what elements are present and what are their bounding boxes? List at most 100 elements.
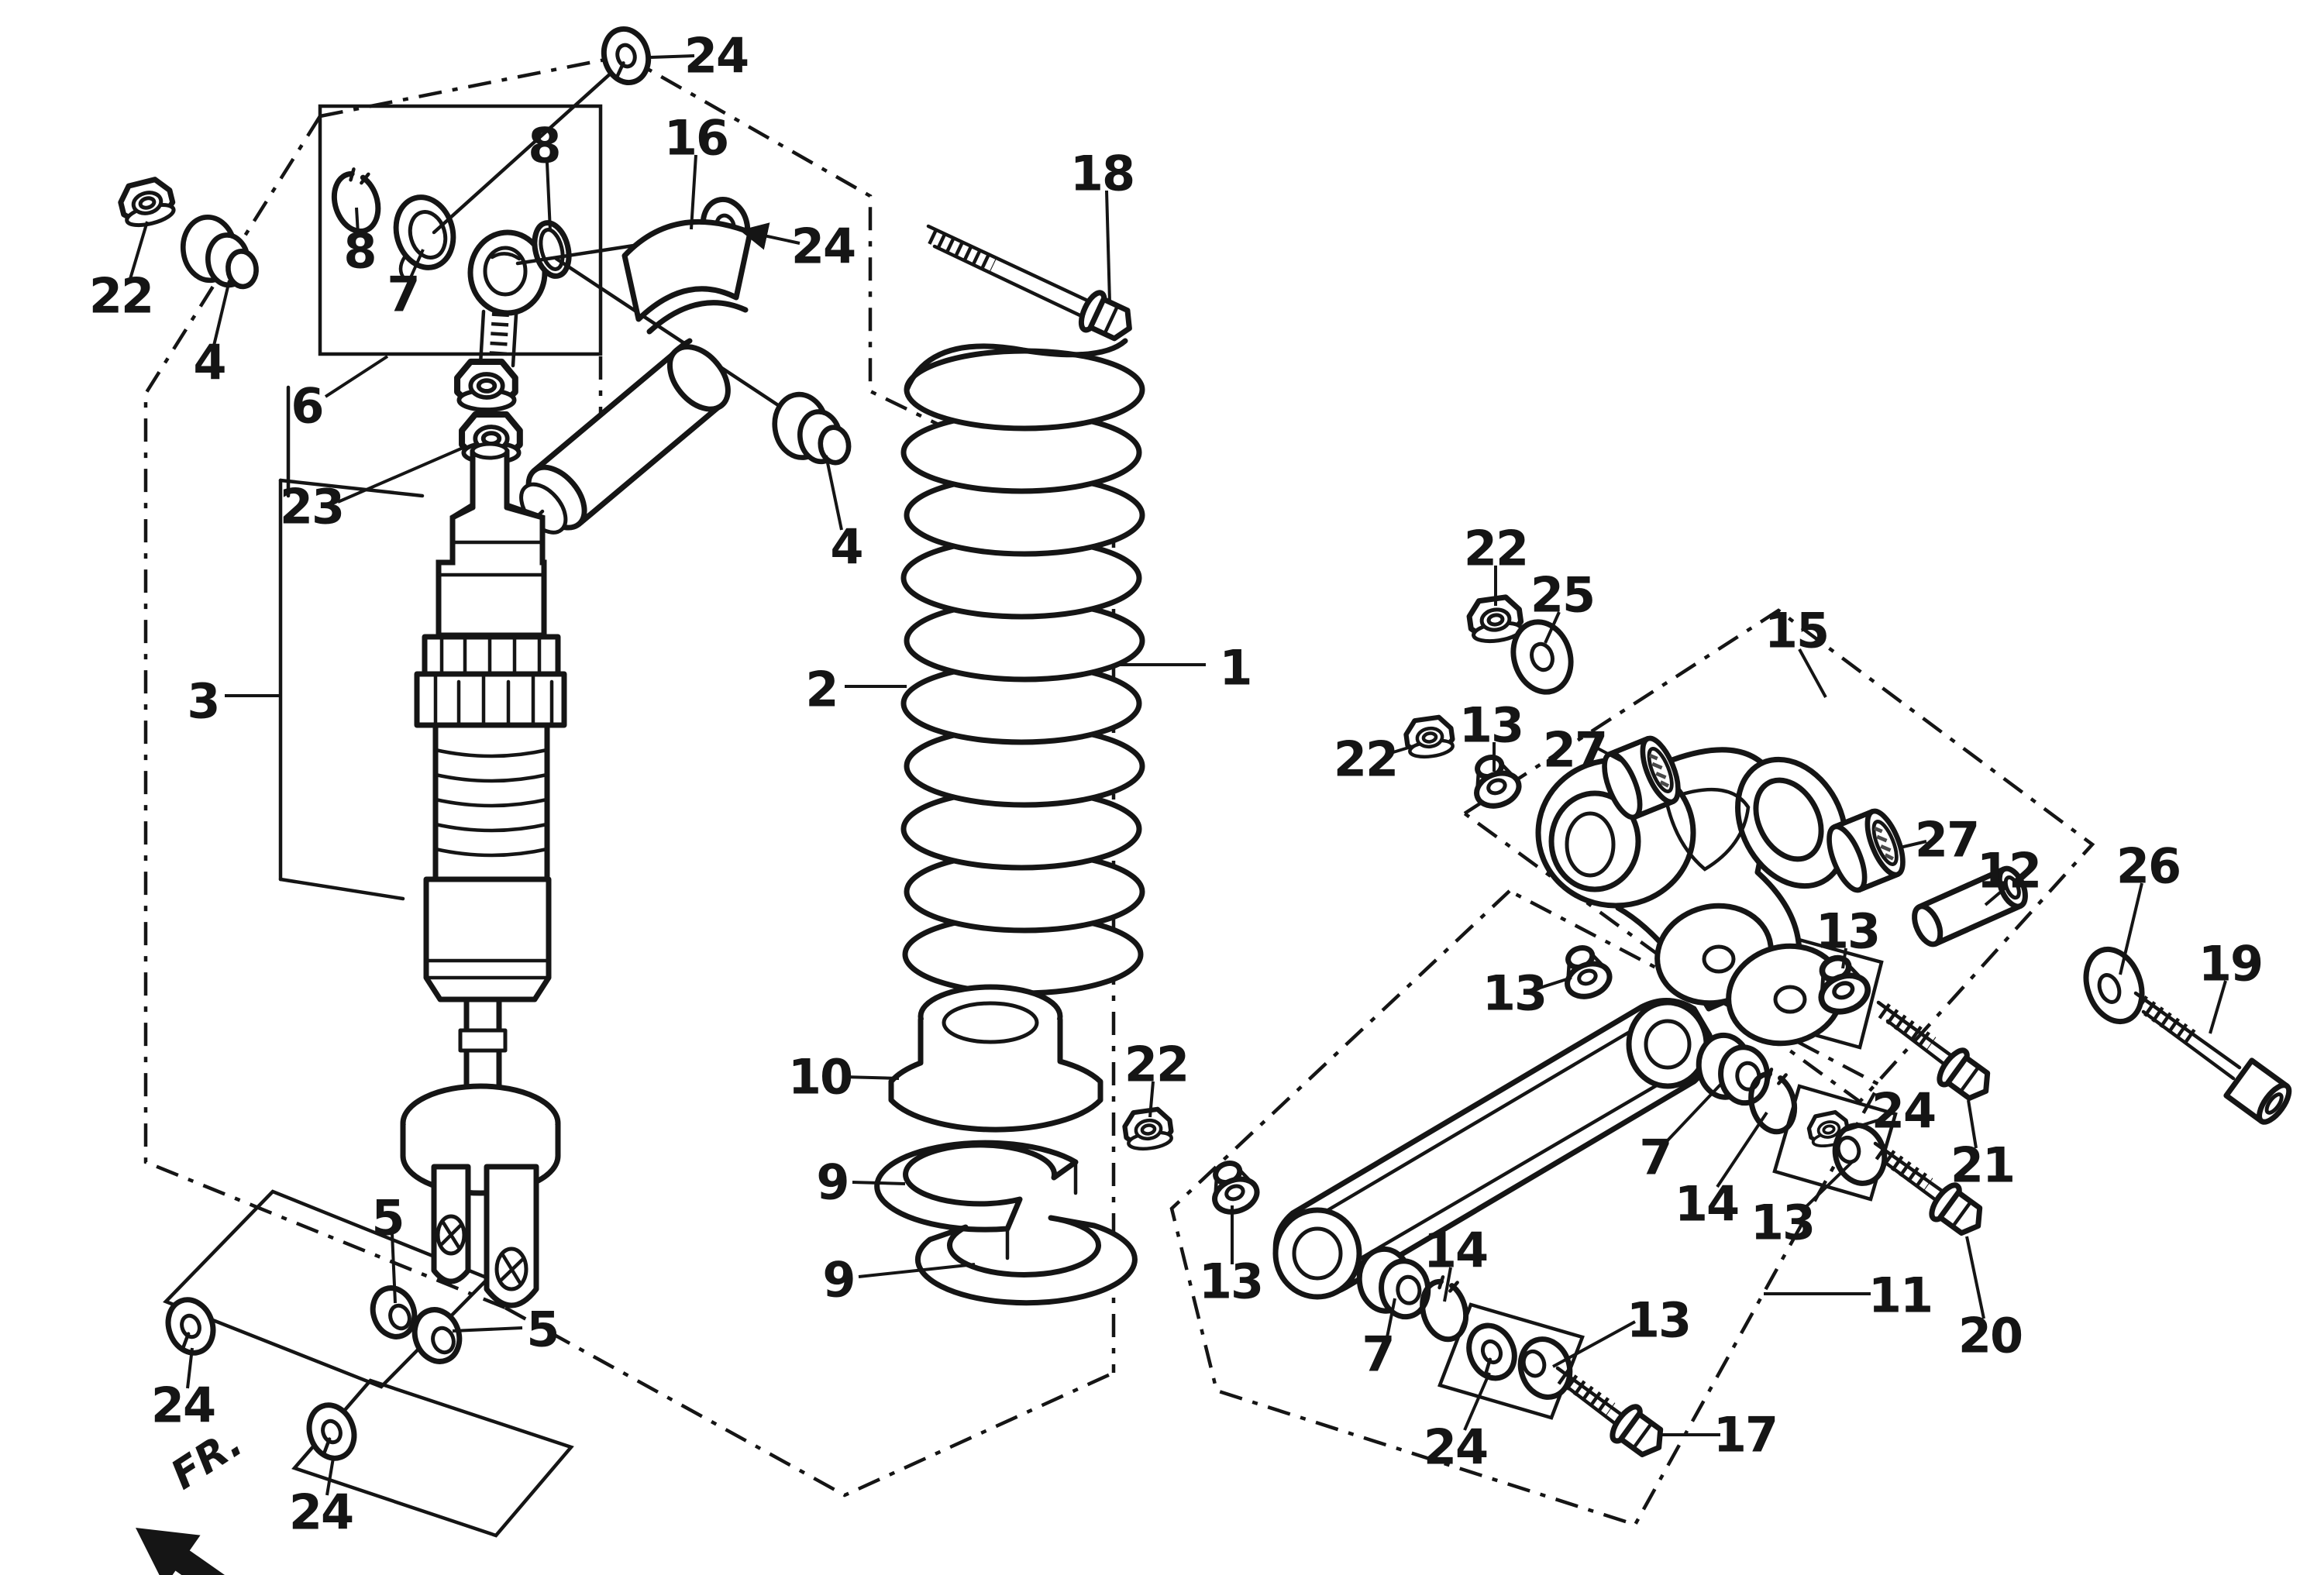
joint-cap-7 [393,194,456,281]
callout-leader-12 [1984,886,2007,906]
part-callout-24: 24 [289,1484,353,1541]
part-callout-4: 4 [830,519,862,576]
part-callout-24: 24 [1424,1419,1487,1476]
part-callout-5: 5 [526,1302,558,1358]
part-callout-19: 19 [2198,936,2262,992]
callout-leader-13 [1552,1320,1636,1368]
part-callout-4: 4 [193,335,225,391]
callout-leader-22 [1385,742,1422,756]
callout-leader-25 [1544,611,1561,644]
part-callout-22: 22 [1334,731,1397,788]
callout-leader-27 [1899,840,1927,849]
part-callout-26: 26 [2116,838,2180,895]
callout-leader-24 [1837,1117,1884,1134]
callout-leader-15 [1798,648,1827,698]
connecting-rod-boundary [1169,889,1882,1527]
spring-guides-9 [874,1140,1138,1306]
part-callout-14: 14 [1675,1176,1738,1233]
callout-leader-6 [324,355,389,398]
spring-seat-10 [888,984,1103,1133]
part-callout-11: 11 [1868,1267,1932,1324]
flange-nut-22 [1123,1108,1173,1151]
part-callout-5: 5 [371,1190,403,1247]
bolt-21 [1876,1000,1998,1107]
part-callout-6: 6 [291,378,322,435]
flange-nut-22 [1404,716,1455,759]
callout-leader-13 [1799,1159,1855,1213]
part-callout-10: 10 [788,1049,852,1106]
upper-joint-inset [318,104,603,368]
coil-spring-drawing [900,338,1145,996]
callout-leader-20 [1965,1236,1985,1319]
callout-leader-14 [1716,1111,1768,1188]
part-callout-20: 20 [1958,1308,2022,1364]
washer-24 [302,1399,362,1465]
connecting-rod-drawing [1272,998,1714,1300]
callout-leader-8 [355,207,360,235]
callout-leader-24 [739,222,800,250]
callout-leader-4 [825,455,843,531]
callout-leader-18 [1105,190,1111,303]
washer-24 [1461,1319,1523,1386]
callout-leader-24 [325,1457,335,1496]
part-callout-7: 7 [1362,1326,1393,1383]
callout-leader-19 [2209,980,2227,1034]
callout-leader-4 [212,280,231,346]
part-callout-3: 3 [187,673,219,730]
part-callout-9: 9 [822,1252,854,1308]
callout-leader-9 [852,1181,906,1185]
callout-leader-7 [1666,1082,1723,1142]
shock-bushing-7 [1696,1031,1770,1108]
part-callout-17: 17 [1713,1407,1777,1463]
part-callout-27: 27 [1915,812,1978,868]
callout-leader-22 [129,221,149,280]
callout-leader-24 [1463,1372,1491,1431]
clevis-pin-5 [370,1285,463,1364]
part-callout-15: 15 [1765,603,1828,659]
callout-leader-14 [1443,1267,1452,1302]
callout-leader-24 [650,54,695,59]
part-callout-13: 13 [1627,1292,1690,1349]
callout-leader-7 [409,249,425,278]
washer-26-and-bolt-19 [2083,946,2292,1125]
part-callout-1: 1 [1219,640,1251,696]
callout-leader-21 [1967,1099,1978,1149]
pivot-collar-13 [1557,941,1614,1002]
reservoir [514,344,731,535]
part-callout-8: 8 [528,118,559,174]
callout-leader-5 [391,1233,397,1304]
part-callout-13: 13 [1459,697,1523,754]
eye-joint-drawing [467,229,548,368]
stopper-rubber-4 [771,388,851,470]
arm-hardware [1404,596,2028,1018]
part-callout-22: 22 [89,268,153,325]
flange-bolt-18 [926,224,1138,346]
shock-body [400,442,567,1308]
callout-leader-9 [858,1263,976,1278]
part-callout-9: 9 [816,1154,848,1211]
part-callout-12: 12 [1977,843,2040,899]
callout-leader-13 [1841,947,1847,969]
socket-head [2223,1057,2292,1125]
collar-13 [1513,1333,1577,1403]
callout-leader-7 [1386,1298,1396,1338]
callout-leader-8 [546,162,552,232]
callout-leader-27 [1594,745,1622,762]
callout-layer: 1234455677788991011121313131313131414151… [89,28,2264,1541]
part-callout-13: 13 [1751,1195,1814,1251]
part-callout-16: 16 [664,110,728,167]
stopper-rubber-4 [180,212,258,292]
part-callout-13: 13 [1816,903,1879,960]
part-callout-7: 7 [1639,1130,1671,1186]
washer-25 [1510,619,1574,695]
part-callout-22: 22 [1124,1037,1188,1093]
part-callout-14: 14 [1424,1223,1487,1279]
bolt-20 [1873,1141,1990,1242]
callout-leader-22 [1148,1081,1155,1118]
part-callout-7: 7 [387,267,418,323]
lock-nut-23 [457,362,515,410]
part-callout-13: 13 [1199,1253,1262,1310]
part-callout-25: 25 [1530,567,1594,624]
callout-leader-10 [842,1075,900,1080]
